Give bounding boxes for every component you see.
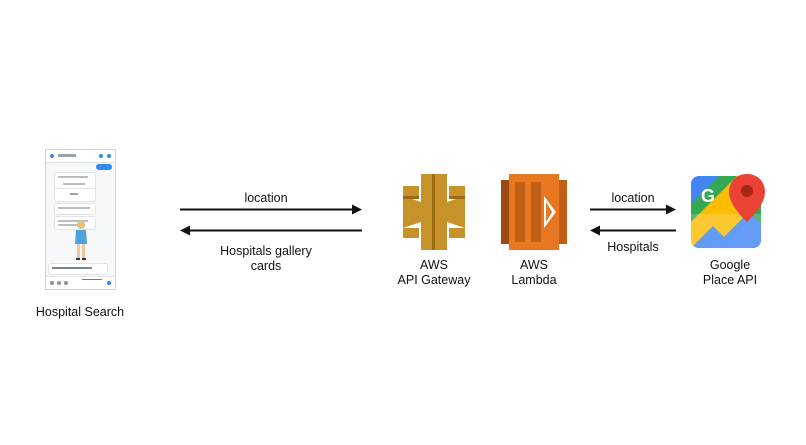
phone-chat-footer — [46, 276, 115, 289]
arrowhead-right-icon — [352, 204, 362, 215]
nurse-illustration — [75, 221, 87, 260]
edge-label-location-right: location — [611, 191, 655, 205]
edge-label-hospitals-gallery: Hospitals gallery cards — [220, 244, 312, 273]
edge-label-hospitals: Hospitals — [607, 240, 659, 254]
phone-screenshot-icon — [45, 149, 116, 290]
google-places-label: Google Place API — [702, 258, 758, 287]
google-maps-icon: G — [691, 174, 765, 248]
arrowhead-right-icon — [666, 204, 676, 215]
left-arrows — [180, 204, 362, 236]
aws-api-gateway-icon — [403, 174, 465, 250]
svg-text:G: G — [701, 186, 715, 206]
arrowhead-left-icon — [180, 225, 190, 236]
api-gateway-label: AWS API Gateway — [397, 258, 471, 287]
phone-chat-header — [46, 150, 115, 163]
edge-label-location-left: location — [244, 191, 288, 205]
aws-lambda-icon — [501, 174, 567, 250]
hospital-search-label: Hospital Search — [35, 305, 125, 319]
right-arrows — [590, 204, 676, 236]
arrowhead-left-icon — [590, 225, 600, 236]
lambda-label: AWS Lambda — [511, 258, 557, 287]
